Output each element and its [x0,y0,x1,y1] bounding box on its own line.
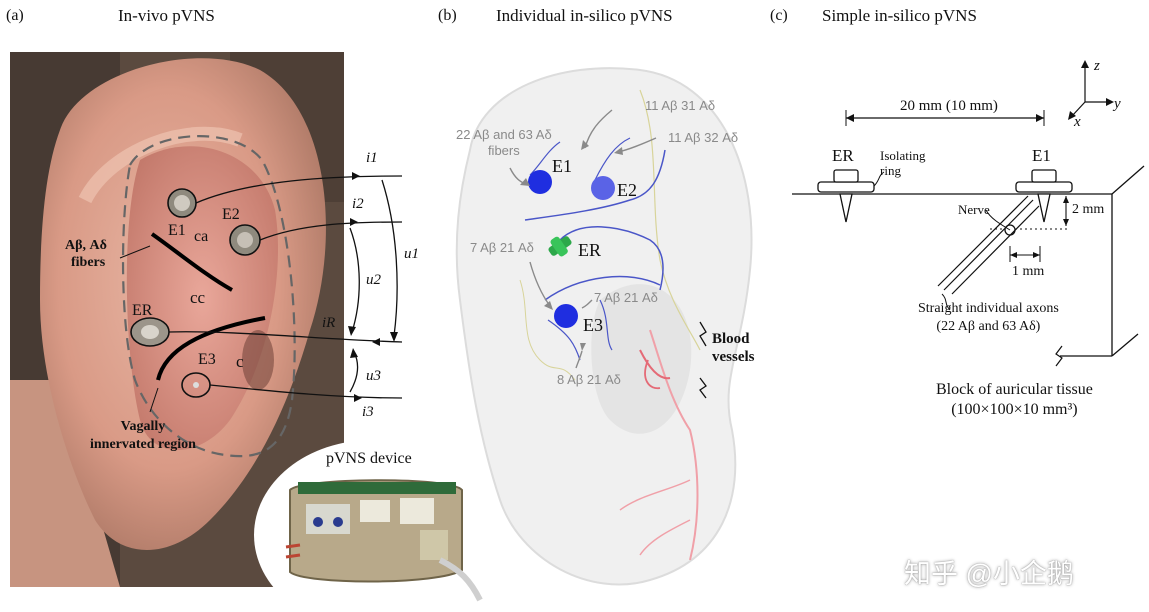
panel-c-depth: 2 mm [1072,202,1105,217]
panel-b-blood-label: Blood vessels [712,330,755,366]
fibers-line2: fibers [71,255,106,270]
panel-b-ann-11-32: 11 Aβ 32 Aδ [668,130,739,145]
axis-z-label: z [1094,58,1100,74]
panel-a-cc: cc [190,288,206,307]
panel-b-ann-7b: 7 Aβ 21 Aδ [594,290,658,305]
ann-22-line1: 22 Aβ and 63 Aδ [456,127,552,142]
panel-c-er: ER [832,146,854,165]
axis-y-label: y [1114,96,1121,112]
panel-b-ann-22: 22 Aβ and 63 Aδ fibers [456,127,552,159]
panel-b-e1: E1 [552,156,572,176]
region-line2: innervated region [90,437,196,452]
panel-a-e1: E1 [168,222,186,239]
blood-line1: Blood [712,331,750,347]
watermark: 知乎 @小企鹅 [904,559,1074,589]
panel-c-nerve-label: Nerve [958,202,990,217]
panel-a-region-label: Vagally innervated region [90,418,196,454]
panel-c-block-label: Block of auricular tissue (100×100×10 mm… [936,380,1093,420]
panel-a-i2: i2 [352,196,364,212]
panel-b-ann-8: 8 Aβ 21 Aδ [557,372,621,387]
blood-line2: vessels [712,349,755,365]
panel-b-e2: E2 [617,180,637,200]
panel-c-distance: 20 mm (10 mm) [900,98,998,114]
panel-c-width: 1 mm [1012,264,1045,279]
ring-line2: ring [880,163,901,178]
panel-a-i1: i1 [366,150,378,166]
axons-line2: (22 Aβ and 63 Aδ) [936,319,1041,334]
panel-a-e2: E2 [222,206,240,223]
panel-b-er: ER [578,240,602,260]
panel-a-u2: u2 [366,272,381,288]
panel-a-device-label: pVNS device [326,450,412,467]
fibers-line1: Aβ, Aδ [65,238,107,253]
panel-b-e3: E3 [583,315,603,335]
panel-a-u3: u3 [366,368,381,384]
axis-x-label: x [1074,114,1081,130]
panel-a-u1: u1 [404,246,419,262]
panel-a-e3: E3 [198,351,216,368]
panel-a-i3: i3 [362,404,374,420]
ann-22-line2: fibers [487,143,520,158]
panel-a-label: (a) [6,7,24,24]
panel-b-label: (b) [438,7,457,24]
panel-a-title: In-vivo pVNS [118,6,215,25]
panel-b-ann-11-31: 11 Aβ 31 Aδ [645,98,716,113]
panel-c-label: (c) [770,7,788,24]
block-line1: Block of auricular tissue [936,381,1093,398]
panel-a-fibers-label: Aβ, Aδ fibers [65,237,107,271]
ring-line1: Isolating [880,148,926,163]
panel-a-er: ER [132,302,153,319]
axons-line1: Straight individual axons [918,301,1059,316]
panel-a-ir: iR [322,315,336,331]
panel-b-ann-7a: 7 Aβ 21 Aδ [470,240,534,255]
panel-a-ca: ca [194,228,209,245]
panel-c-axons-label: Straight individual axons (22 Aβ and 63 … [918,300,1059,336]
block-line2: (100×100×10 mm³) [951,401,1078,418]
panel-c-e1: E1 [1032,146,1051,165]
region-line1: Vagally [120,419,166,434]
panel-a-c: c [236,352,244,371]
panel-b-title: Individual in-silico pVNS [496,6,673,25]
panel-c-title: Simple in-silico pVNS [822,6,977,25]
panel-c-ring-label: Isolating ring [880,148,926,178]
